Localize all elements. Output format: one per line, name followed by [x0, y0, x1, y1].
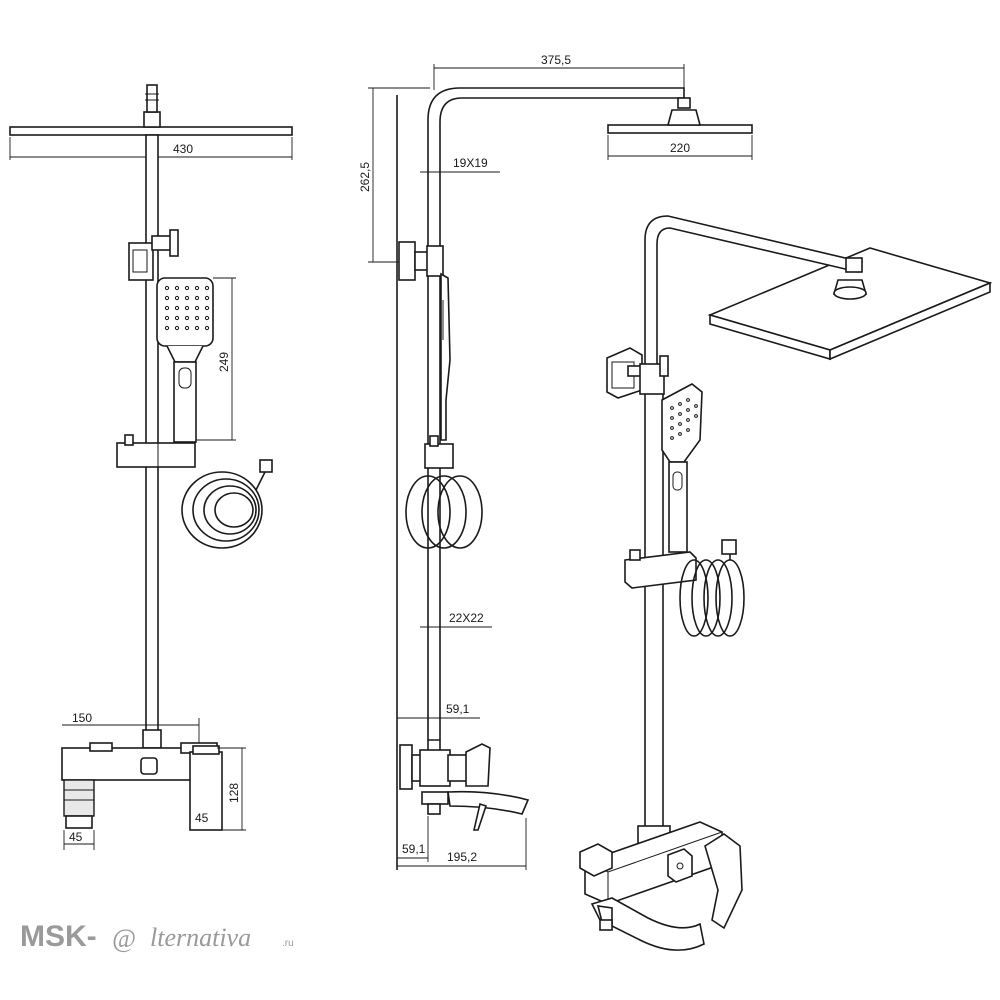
side-dim-lower-pipe: 22X22 — [420, 611, 492, 628]
front-dim-handshower: 249 — [196, 277, 236, 441]
watermark: MSK- @ lternativa .ru — [20, 920, 294, 953]
side-riser-arm — [427, 87, 753, 741]
dim-label-wall-offset-bottom: 59,1 — [402, 842, 426, 856]
side-upper-bracket — [398, 241, 444, 281]
watermark-domain: .ru — [282, 938, 294, 949]
front-hose-coil — [181, 459, 273, 549]
front-riser — [145, 134, 159, 736]
persp-mixer — [579, 821, 743, 951]
dim-label-upper-pipe: 19X19 — [453, 156, 488, 170]
side-dim-arm-length: 375,5 — [433, 53, 685, 90]
watermark-at-glyph: @ — [112, 924, 136, 953]
persp-slide-holder — [624, 549, 697, 589]
front-mixer — [61, 729, 223, 831]
dim-label-handshower: 249 — [217, 352, 231, 372]
front-hand-shower — [156, 277, 214, 443]
perspective-view — [579, 215, 993, 951]
side-dim-wall-offset-top: 59,1 — [397, 702, 480, 736]
dim-label-arm-length: 375,5 — [541, 53, 571, 67]
side-dim-bottom: 59,1 195,2 — [397, 816, 527, 870]
dim-label-right-outlet: 45 — [195, 811, 209, 825]
side-dim-upper-pipe: 19X19 — [420, 156, 500, 173]
dim-label-left-outlet: 45 — [69, 830, 83, 844]
side-slide-holder — [424, 435, 454, 469]
dim-label-spout-reach: 195,2 — [447, 850, 477, 864]
dim-label-mixer-height: 128 — [227, 783, 241, 803]
dim-label-head-depth: 220 — [670, 141, 690, 155]
front-dim-outlet-spacing: 150 — [62, 711, 200, 745]
dim-label-arm-drop: 262,5 — [358, 162, 372, 192]
dim-label-lower-pipe: 22X22 — [449, 611, 484, 625]
side-hand-shower — [440, 272, 451, 441]
side-dim-head-depth: 220 — [607, 135, 753, 160]
persp-shower-head — [707, 247, 993, 361]
front-view: 430 — [9, 84, 293, 850]
persp-riser — [644, 369, 664, 831]
persp-hand-shower — [661, 383, 703, 553]
front-upper-bracket — [128, 229, 179, 281]
side-mixer — [399, 740, 530, 831]
persp-upper-bracket — [606, 347, 669, 399]
watermark-prefix: MSK- — [20, 920, 97, 953]
front-slide-holder — [116, 434, 196, 468]
side-hose-coil — [405, 475, 483, 549]
front-dim-mixer-height: 128 — [217, 747, 246, 831]
watermark-suffix: lternativa — [150, 923, 251, 952]
dim-label-head-width: 430 — [173, 142, 193, 156]
dim-label-wall-offset-top: 59,1 — [446, 702, 470, 716]
side-view: 375,5 220 262,5 19X19 — [358, 53, 753, 870]
front-dim-outlets: 45 45 — [63, 811, 222, 850]
dim-label-outlet-spacing: 150 — [72, 711, 92, 725]
persp-arm — [644, 215, 864, 371]
persp-hose-coil — [679, 539, 745, 637]
side-dim-arm-drop: 262,5 — [358, 87, 430, 263]
front-shower-head — [9, 84, 293, 136]
